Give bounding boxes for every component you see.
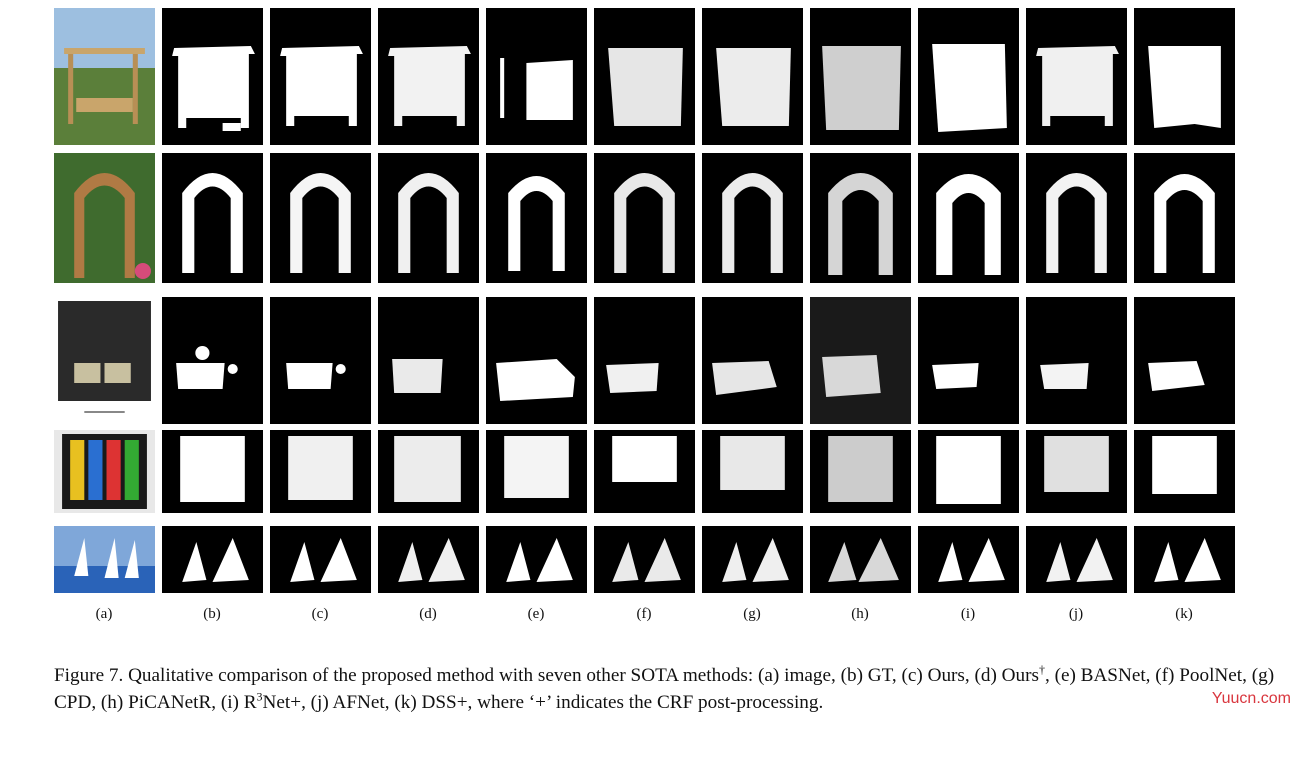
mask-cell <box>378 153 479 283</box>
mask-cell <box>378 8 479 145</box>
mask-cell <box>594 526 695 593</box>
mask-cell <box>594 8 695 145</box>
mask-cell <box>1026 153 1127 283</box>
image-cell <box>54 153 155 283</box>
arch-photo <box>54 153 155 283</box>
mask-cell <box>270 8 371 145</box>
mask-cell <box>486 430 587 513</box>
image-cell <box>54 8 155 145</box>
column-label: (f) <box>636 606 652 622</box>
mask-cell <box>594 297 695 424</box>
mask-cell <box>486 297 587 424</box>
swing-photo <box>54 8 155 145</box>
column-labels: (a) (b) (c) (d) (e) (f) (g) (h) (i) (j) … <box>54 606 1234 626</box>
mask-cell <box>378 526 479 593</box>
mask-cell <box>270 153 371 283</box>
figure-caption: Figure 7. Qualitative comparison of the … <box>54 662 1279 716</box>
mask-cell <box>1134 8 1235 145</box>
mask-cell <box>162 526 263 593</box>
column-label: (e) <box>527 606 545 622</box>
row-bottles <box>54 430 1235 513</box>
mask-cell <box>918 153 1019 283</box>
row-boats <box>54 526 1235 593</box>
mask-cell <box>702 8 803 145</box>
mask-cell <box>810 297 911 424</box>
row-swing <box>54 8 1235 145</box>
mask-cell <box>1026 430 1127 513</box>
mask-cell <box>486 526 587 593</box>
mask-cell <box>162 297 263 424</box>
row-arch <box>54 153 1235 283</box>
column-label: (h) <box>851 606 869 622</box>
caption-superscript: 3 <box>256 689 263 704</box>
mask-cell <box>1026 297 1127 424</box>
mask-cell <box>378 430 479 513</box>
mask-cell <box>810 153 911 283</box>
caption-part-1: Figure 7. Qualitative comparison of the … <box>54 665 1039 686</box>
mask-cell <box>594 153 695 283</box>
caption-dagger: † <box>1038 662 1045 677</box>
bottles-photo <box>62 434 147 509</box>
boats-photo <box>54 538 155 593</box>
column-label: (j) <box>1068 606 1084 622</box>
row-cups <box>54 297 1235 424</box>
mask-cell <box>270 526 371 593</box>
mask-cell <box>162 8 263 145</box>
mask-cell <box>162 153 263 283</box>
column-label: (c) <box>311 606 329 622</box>
image-cell <box>54 526 155 593</box>
mask-cell <box>1026 526 1127 593</box>
mask-cell <box>270 297 371 424</box>
mask-cell <box>378 297 479 424</box>
watermark: Yuucn.com <box>1211 690 1291 707</box>
image-cell <box>54 297 155 424</box>
mask-cell <box>1134 526 1235 593</box>
mask-cell <box>270 430 371 513</box>
column-label: (d) <box>419 606 437 622</box>
column-label: (i) <box>960 606 976 622</box>
image-cell <box>54 430 155 513</box>
mask-cell <box>1134 430 1235 513</box>
caption-part-3: Net+, (j) AFNet, (k) DSS+, where ‘+’ ind… <box>262 692 824 713</box>
caption-part-2: , (e) BASNet, (f) PoolNet, (g) CPD, (h) … <box>54 665 1275 713</box>
mask-cell <box>486 153 587 283</box>
column-label: (a) <box>95 606 113 622</box>
mask-cell <box>702 153 803 283</box>
mask-cell <box>702 526 803 593</box>
mask-cell <box>918 526 1019 593</box>
mask-cell <box>810 526 911 593</box>
mask-cell <box>594 430 695 513</box>
mask-cell <box>702 430 803 513</box>
cups-photo <box>58 301 151 413</box>
mask-cell <box>1134 153 1235 283</box>
column-label: (g) <box>743 606 761 622</box>
column-label: (k) <box>1175 606 1193 622</box>
mask-cell <box>810 8 911 145</box>
mask-cell <box>810 430 911 513</box>
mask-cell <box>702 297 803 424</box>
mask-cell <box>918 8 1019 145</box>
mask-cell <box>486 8 587 145</box>
mask-cell <box>918 430 1019 513</box>
mask-cell <box>1026 8 1127 145</box>
mask-cell <box>162 430 263 513</box>
mask-cell <box>918 297 1019 424</box>
mask-cell <box>1134 297 1235 424</box>
column-label: (b) <box>203 606 221 622</box>
